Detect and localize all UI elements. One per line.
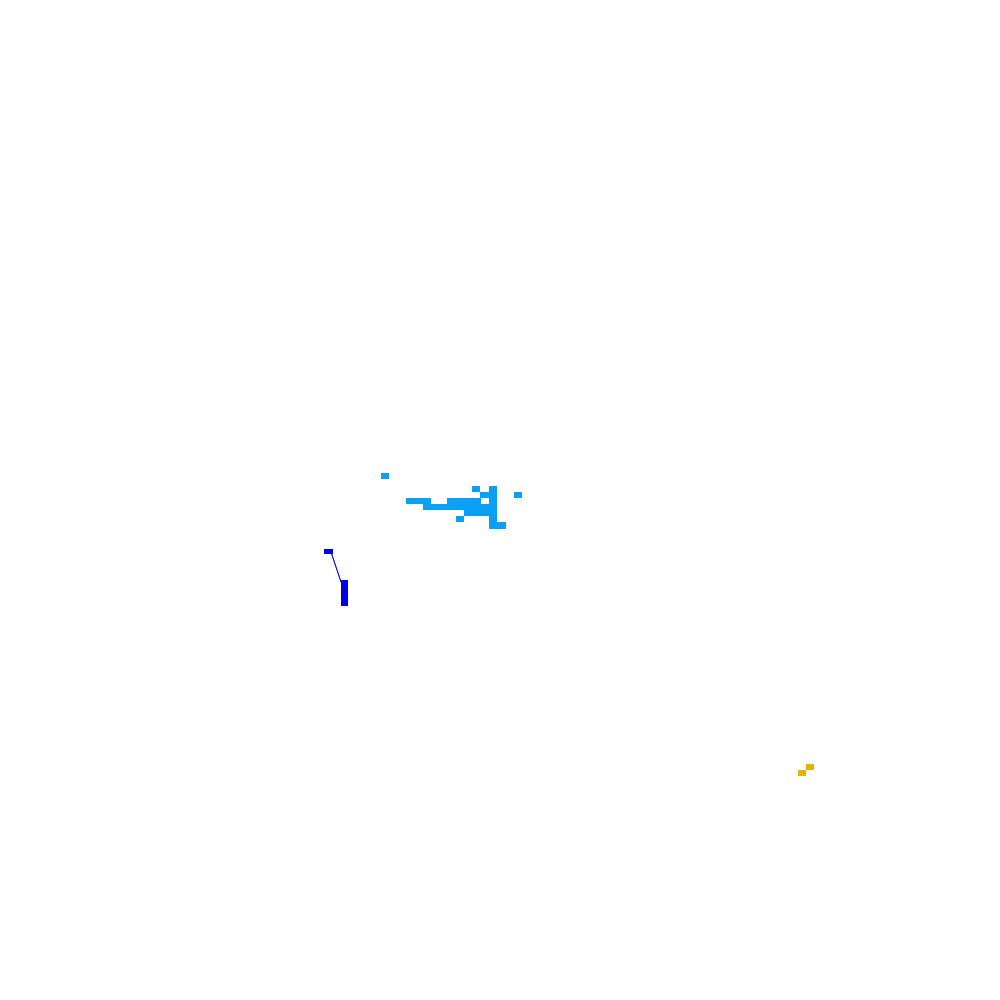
yellow-pixel [806, 764, 814, 770]
cluster-pixel [456, 516, 464, 522]
track-start-marker [324, 549, 333, 554]
yellow-markers [798, 764, 814, 776]
cluster-pixel [472, 486, 480, 492]
cluster-pixel [480, 492, 497, 498]
track-line [330, 551, 342, 583]
cluster-pixel [489, 516, 497, 522]
cluster-pixel [447, 498, 481, 504]
light-blue-cluster [381, 473, 522, 529]
cluster-pixel [406, 498, 431, 504]
cluster-pixel [514, 492, 522, 498]
cluster-pixel [464, 510, 497, 516]
dark-blue-track [324, 549, 348, 606]
yellow-pixel [798, 770, 806, 776]
cluster-pixel [381, 473, 389, 479]
track-end-marker [341, 580, 348, 606]
cluster-pixel [489, 498, 497, 504]
cluster-pixel [423, 504, 497, 510]
cluster-pixel [489, 522, 506, 529]
cluster-pixel [489, 486, 497, 492]
